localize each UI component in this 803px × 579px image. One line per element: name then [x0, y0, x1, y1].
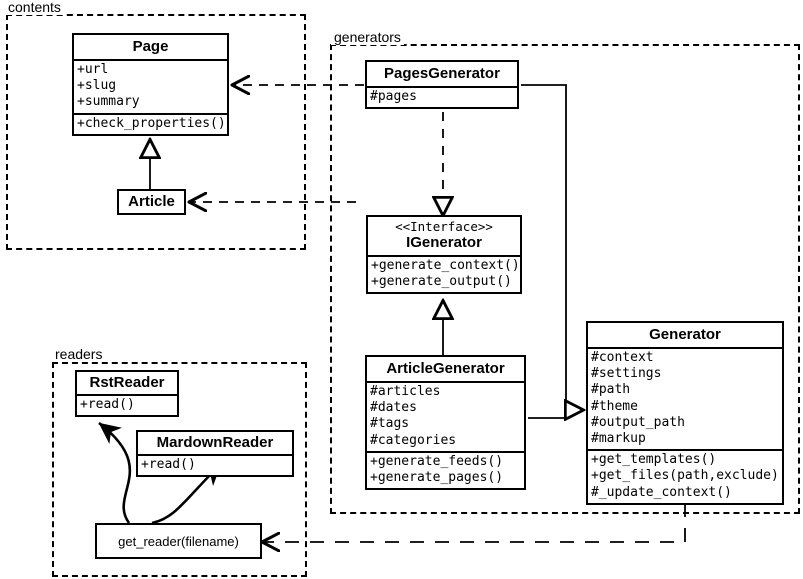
relation-generator-depends-getreader: [262, 503, 686, 542]
attribute: #context: [591, 350, 654, 365]
method: +get_templates(): [591, 452, 717, 468]
class-pagesgenerator-attributes: #pages: [367, 86, 517, 107]
class-generator[interactable]: Generator #context #settings #path #them…: [586, 321, 784, 505]
class-mardownreader-title: MardownReader: [156, 434, 274, 451]
method: +generate_output(): [371, 274, 512, 290]
class-articlegenerator-title: ArticleGenerator: [386, 360, 505, 377]
attribute: #tags: [370, 416, 410, 432]
attribute: #pages: [370, 89, 417, 104]
attribute: #theme: [591, 398, 638, 414]
class-article-title: Article: [128, 193, 175, 210]
class-igenerator-methods: +generate_context() +generate_output(): [368, 255, 520, 292]
attribute: #categories: [370, 432, 457, 448]
package-readers-label: readers: [52, 347, 106, 362]
class-rstreader-methods: +read(): [77, 394, 177, 415]
attribute: #path: [591, 382, 631, 398]
package-readers: [52, 362, 307, 577]
class-generator-attributes: #context #settings #path #theme #output_…: [588, 347, 782, 449]
class-articlegenerator-methods: +generate_feeds() +generate_pages(): [367, 450, 524, 488]
attribute: #settings: [591, 366, 662, 382]
relation-getreader-uses-rstreader: [98, 421, 132, 524]
class-generator-title: Generator: [649, 326, 721, 343]
attribute: #dates: [370, 400, 417, 416]
class-page[interactable]: Page +url +slug +summary +check_properti…: [72, 33, 229, 136]
method: +generate_pages(): [370, 470, 504, 486]
attribute: #output_path: [591, 414, 685, 430]
method: +get_files(path,exclude): [591, 468, 779, 484]
class-igenerator-stereotype: <<Interface>>: [395, 219, 493, 234]
method: +check_properties(): [77, 115, 226, 131]
attribute: +slug: [77, 78, 117, 94]
attribute: #markup: [591, 431, 646, 447]
class-rstreader[interactable]: RstReader +read(): [75, 370, 179, 418]
class-articlegenerator-attributes: #articles #dates #tags #categories: [367, 381, 524, 451]
package-generators-label: generators: [331, 30, 404, 45]
attribute: #articles: [370, 384, 441, 399]
class-igenerator[interactable]: <<Interface>> IGenerator +generate_conte…: [366, 215, 522, 295]
method: +generate_context(): [371, 258, 520, 273]
relation-generators-extend-generator: [521, 84, 584, 418]
class-mardownreader[interactable]: MardownReader +read(): [136, 430, 294, 478]
function-get-reader-label: get_reader(filename): [118, 533, 239, 549]
class-page-attributes: +url +slug +summary: [74, 59, 227, 113]
package-generators: [330, 44, 800, 514]
package-contents-label: contents: [5, 0, 64, 15]
package-contents: [6, 14, 306, 250]
function-get-reader[interactable]: get_reader(filename): [95, 523, 262, 559]
class-pagesgenerator-title: PagesGenerator: [384, 65, 500, 82]
method: +read(): [141, 457, 196, 472]
class-rstreader-title: RstReader: [89, 374, 165, 391]
attribute: +url: [77, 62, 109, 77]
class-page-methods: +check_properties(): [74, 112, 227, 134]
class-page-title: Page: [132, 38, 169, 55]
method: +generate_feeds(): [370, 453, 504, 469]
class-article[interactable]: Article: [117, 189, 186, 215]
class-mardownreader-methods: +read(): [138, 454, 292, 475]
class-igenerator-title: IGenerator: [406, 234, 482, 251]
method: +read(): [80, 397, 135, 412]
class-generator-methods: +get_templates() +get_files(path,exclude…: [588, 449, 782, 503]
method: #_update_context(): [591, 484, 732, 500]
attribute: +summary: [77, 94, 140, 110]
class-articlegenerator[interactable]: ArticleGenerator #articles #dates #tags …: [365, 355, 526, 491]
class-pagesgenerator[interactable]: PagesGenerator #pages: [365, 60, 519, 110]
